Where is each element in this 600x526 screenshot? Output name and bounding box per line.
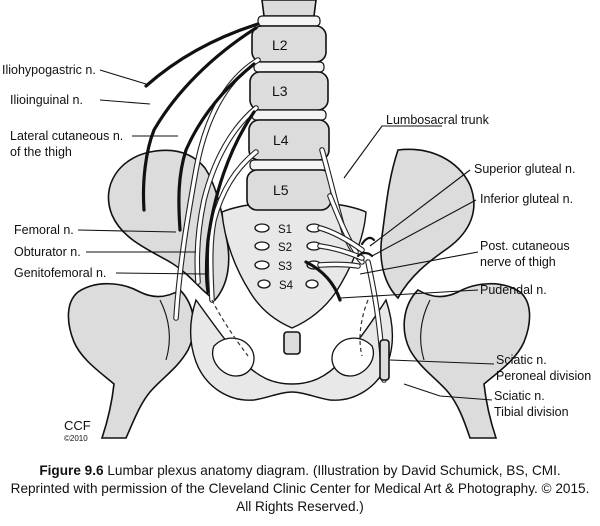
vertebra-l5-body — [246, 169, 332, 211]
credit-year: ©2010 — [64, 434, 88, 443]
vertebra-l2-body — [251, 25, 327, 63]
label-femoral: Femoral n. — [14, 223, 74, 237]
label-obturator: Obturator n. — [14, 245, 81, 259]
vertebra-label-l5: L5 — [273, 182, 289, 198]
leader-lines — [77, 69, 495, 401]
label-sciatic-tibial-line1: Sciatic n. — [494, 389, 545, 403]
lumbar-plexus-illustration: L2 L3 L4 L5 S1 S2 S3 S4 — [2, 0, 591, 443]
label-post-cutaneous-line2: nerve of thigh — [480, 255, 556, 269]
sacral-label-s4: S4 — [279, 280, 294, 292]
sacral-label-s3: S3 — [278, 261, 292, 273]
credit-mark: CCF — [64, 418, 91, 433]
pubic-symphysis — [283, 331, 301, 355]
pudendal-nerve — [304, 260, 342, 302]
genitofemoral-nerve — [204, 110, 256, 294]
vertebra-l3-body — [249, 71, 329, 111]
vertebra-label-l3: L3 — [272, 83, 288, 99]
sacral-foramina — [254, 223, 322, 289]
right-ilium — [380, 148, 475, 300]
label-lateral-cutaneous-line1: Lateral cutaneous n. — [10, 129, 123, 143]
right-hip-femur — [403, 282, 531, 439]
label-pudendal: Pudendal n. — [480, 283, 547, 297]
label-post-cutaneous-line1: Post. cutaneous — [480, 239, 570, 253]
figure-caption: Figure 9.6 Lumbar plexus anatomy diagram… — [10, 462, 590, 516]
vertebra-l4-body — [248, 119, 330, 161]
vertebra-label-l2: L2 — [272, 37, 288, 53]
ilioinguinal-nerve — [141, 26, 258, 212]
iliohypogastric-nerve — [144, 22, 260, 88]
lateral-cutaneous-nerve — [177, 62, 256, 232]
nerves — [141, 22, 390, 383]
sacral-label-s1: S1 — [278, 224, 292, 236]
caption-text: Lumbar plexus anatomy diagram. (Illustra… — [10, 463, 590, 514]
label-inferior-gluteal: Inferior gluteal n. — [480, 192, 573, 206]
label-lumbosacral-trunk: Lumbosacral trunk — [386, 113, 490, 127]
label-sciatic-tibial-line2: Tibial division — [494, 405, 569, 419]
obturator-nerve — [195, 106, 258, 284]
label-sciatic-peroneal-line1: Sciatic n. — [496, 353, 547, 367]
label-genitofemoral: Genitofemoral n. — [14, 266, 106, 280]
vertebra-label-l4: L4 — [273, 132, 289, 148]
label-lateral-cutaneous-line2: of the thigh — [10, 145, 72, 159]
label-superior-gluteal: Superior gluteal n. — [474, 162, 575, 176]
lumbar-spine — [246, 0, 332, 211]
sacral-label-s2: S2 — [278, 242, 292, 254]
label-sciatic-peroneal-line2: Peroneal division — [496, 369, 591, 383]
figure-label: Figure 9.6 — [39, 463, 104, 478]
right-obturator-foramen — [331, 337, 375, 377]
label-iliohypogastric: Iliohypogastric n. — [2, 63, 96, 77]
left-hip-femur — [67, 282, 195, 439]
label-ilioinguinal: Ilioinguinal n. — [10, 93, 83, 107]
